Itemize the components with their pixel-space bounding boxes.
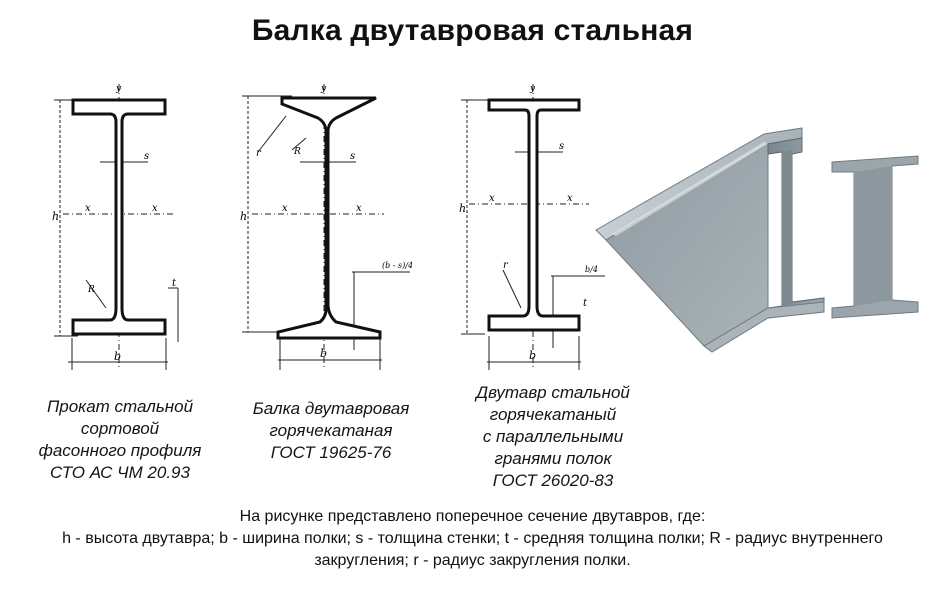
i-beam-profile-2	[276, 96, 382, 340]
label-r: r	[256, 148, 262, 159]
label-x-left: x	[282, 203, 288, 214]
label-h: h	[459, 202, 466, 215]
label-b: b	[529, 349, 536, 362]
label-y: y	[320, 84, 327, 94]
i-beam-section-3: h b s t r x x y b/4	[459, 84, 605, 370]
label-s: s	[350, 151, 355, 162]
i-beam-section-2: h b s r R x x y (b - s)/4	[240, 84, 412, 370]
label-x-right: x	[356, 203, 362, 214]
label-t: t	[172, 278, 177, 289]
note-line-3: закругления; r - радиус закругления полк…	[314, 552, 631, 569]
label-s: s	[144, 151, 149, 162]
caption-2: Балка двутавровая горячекатаная ГОСТ 196…	[252, 399, 410, 462]
note-line-2: h - высота двутавра; b - ширина полки; s…	[62, 530, 883, 547]
steel-i-beam-illustration	[595, 127, 919, 353]
label-x-right: x	[152, 203, 158, 214]
label-y: y	[115, 84, 122, 94]
label-h: h	[52, 210, 59, 223]
label-R: R	[87, 285, 95, 295]
label-h: h	[240, 210, 247, 223]
label-x-left: x	[489, 193, 495, 204]
label-s: s	[559, 141, 564, 152]
flange-note-3: b/4	[585, 265, 598, 274]
label-x-left: x	[85, 203, 91, 214]
i-beam-profile-1	[71, 98, 167, 336]
caption-1: Прокат стальной сортовой фасонного профи…	[38, 397, 202, 482]
legend-note: На рисунке представлено поперечное сечен…	[0, 506, 945, 572]
note-line-1: На рисунке представлено поперечное сечен…	[239, 508, 706, 525]
label-b: b	[320, 347, 327, 360]
i-beam-section-1: h b s t R x x y	[52, 84, 179, 370]
label-y: y	[529, 84, 536, 94]
label-r: r	[503, 260, 509, 271]
label-x-right: x	[567, 193, 573, 204]
page-title: Балка двутавровая стальная	[251, 14, 694, 47]
label-t: t	[583, 298, 588, 309]
i-beam-profile-3	[487, 98, 581, 332]
label-b: b	[114, 350, 121, 363]
label-R: R	[293, 147, 301, 157]
flange-note-2: (b - s)/4	[382, 261, 412, 270]
caption-3: Двутавр стальной горячекатаный с паралле…	[476, 383, 630, 490]
